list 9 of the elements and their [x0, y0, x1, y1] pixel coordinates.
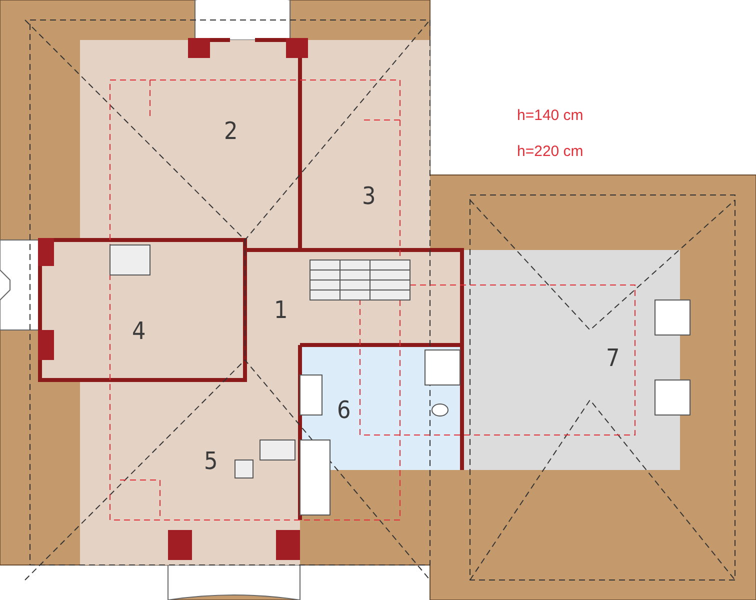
room-number: 5	[204, 449, 218, 473]
room-number: 6	[337, 398, 351, 422]
room-number: 7	[606, 346, 620, 370]
room-number: 3	[362, 184, 376, 208]
room-number: 1	[274, 298, 288, 322]
height-note: h=140 cm	[517, 108, 584, 123]
room-number: 4	[132, 319, 146, 343]
height-note: h=220 cm	[517, 144, 584, 159]
room-number: 2	[224, 119, 238, 143]
